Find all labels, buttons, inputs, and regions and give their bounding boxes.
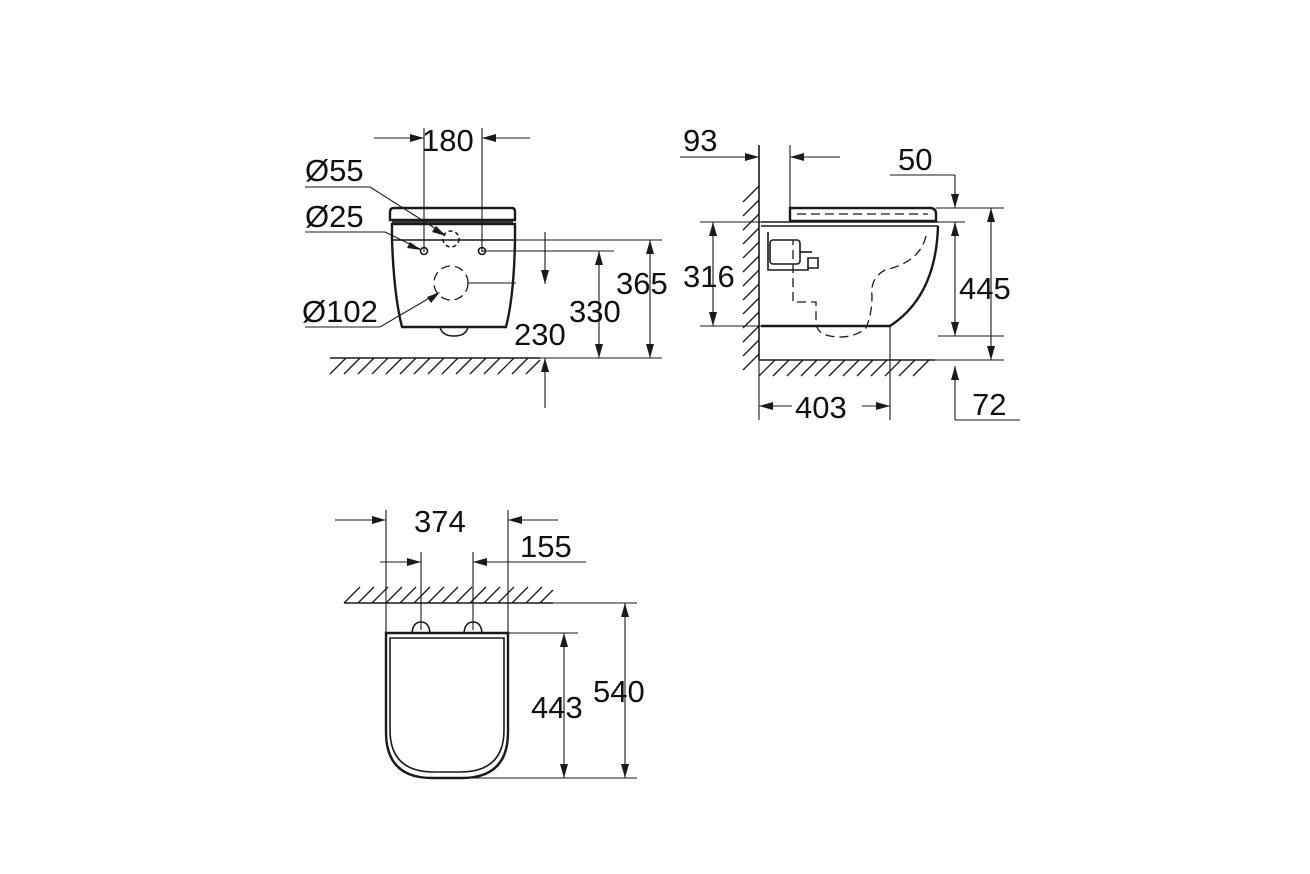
dim-330: 330	[569, 294, 621, 329]
wall-hatch	[742, 185, 760, 371]
dim-dia-55: Ø55	[305, 153, 364, 188]
seat-top	[384, 631, 510, 780]
dim-50: 50	[898, 142, 932, 177]
bowl-front	[390, 222, 517, 329]
bowl-side	[761, 225, 940, 328]
top-view: 374 155 443 540	[335, 504, 645, 780]
dim-445: 445	[959, 271, 1011, 306]
side-view: 93 50 316 445 72	[680, 123, 1020, 425]
dim-365: 365	[616, 266, 668, 301]
dim-316: 316	[683, 259, 735, 294]
side-floor-hatch	[758, 359, 930, 377]
inlet-fitting	[767, 232, 819, 271]
flush-inlet-55	[442, 230, 460, 248]
dim-72: 72	[972, 387, 1006, 422]
top-wall-hatch	[343, 586, 554, 604]
dim-540: 540	[593, 674, 645, 709]
dim-dia-102: Ø102	[302, 294, 378, 329]
dim-443: 443	[531, 690, 583, 725]
outlet-102	[433, 265, 469, 301]
seat-lid-side	[788, 206, 938, 223]
dim-403: 403	[795, 390, 847, 425]
dim-230: 230	[514, 317, 566, 352]
floor-hatch	[329, 357, 541, 375]
front-view: 180 Ø55 Ø25 Ø102 230 330	[302, 123, 668, 408]
dim-180: 180	[422, 123, 474, 158]
dim-dia-25: Ø25	[305, 199, 364, 234]
dim-374: 374	[414, 504, 466, 539]
dim-93: 93	[683, 123, 717, 158]
dim-155: 155	[520, 529, 572, 564]
seat-lid-front	[388, 206, 517, 222]
bowl-inner-trap	[792, 235, 927, 338]
